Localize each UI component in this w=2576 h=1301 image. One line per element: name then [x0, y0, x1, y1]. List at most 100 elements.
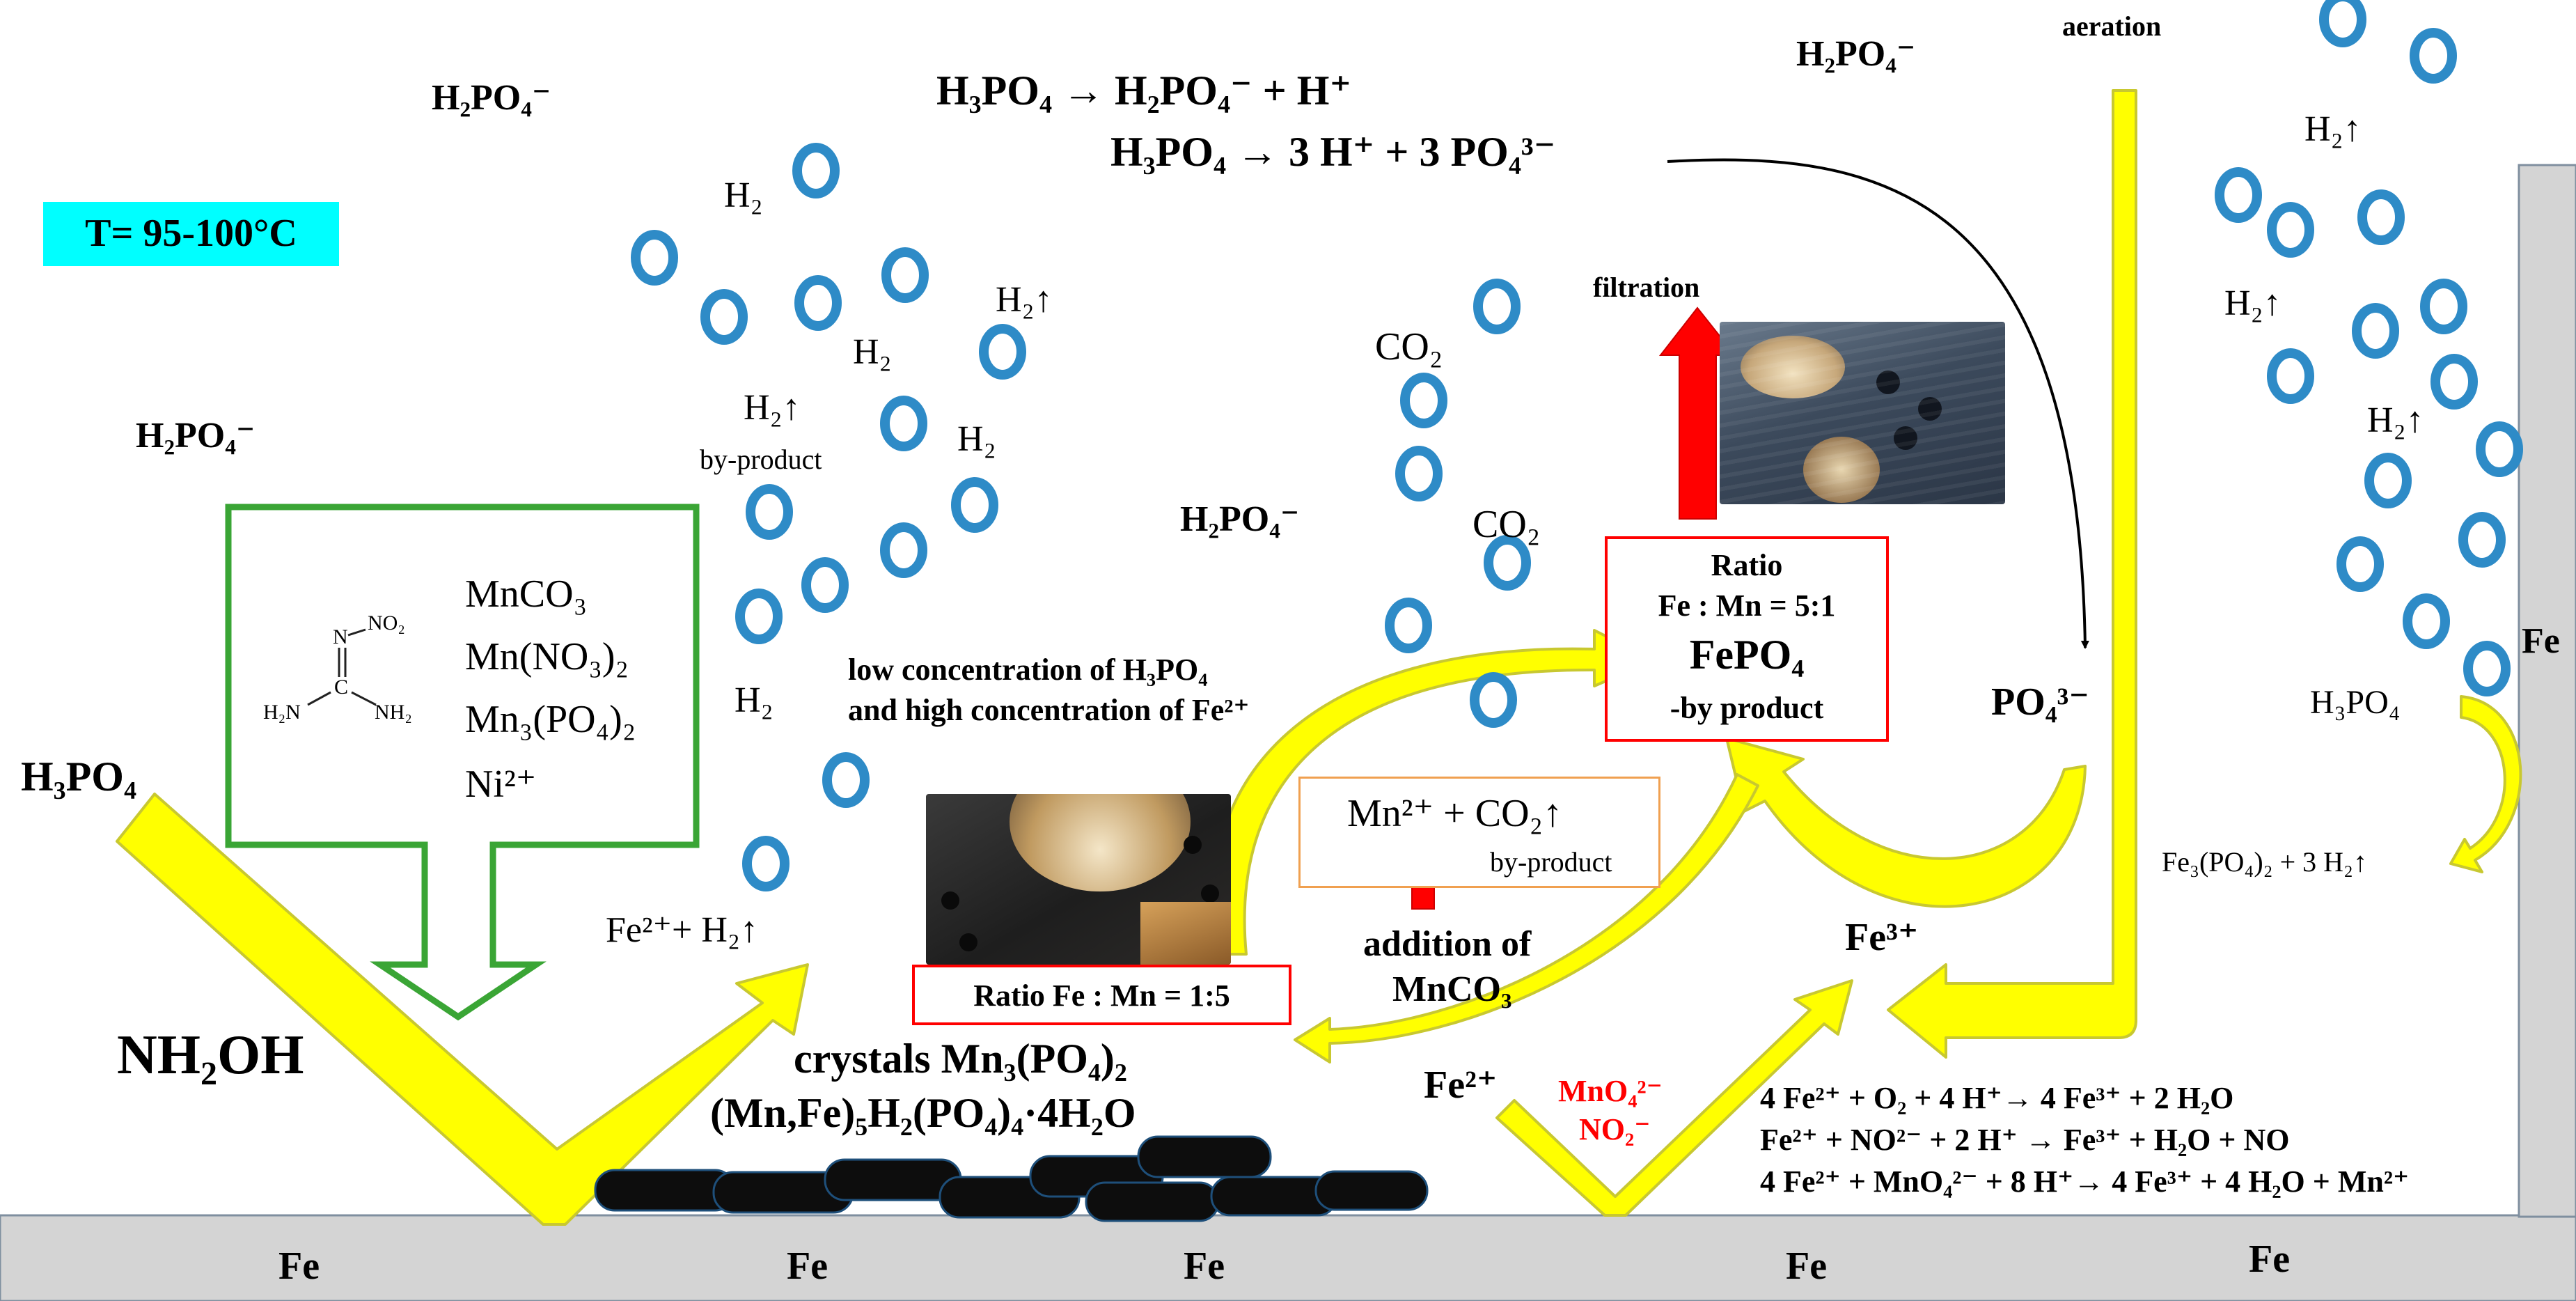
gas-bubble	[801, 557, 849, 613]
mn-release-label: Mn²⁺ + CO₂↑	[1347, 792, 1563, 835]
filtration-arrow	[1658, 306, 1737, 520]
acid-attack-arrow	[116, 793, 809, 1226]
substrate-fe-2: Fe	[787, 1245, 828, 1288]
h2-up-label-3: H₂↑	[2304, 109, 2362, 149]
gas-bubble	[1470, 672, 1517, 728]
additive-2: Mn(NO₃)₂	[465, 635, 629, 678]
mn-release-note: by-product	[1490, 846, 1612, 878]
gas-bubble	[2430, 354, 2478, 410]
low-ratio-label: Ratio Fe : Mn = 1:5	[973, 979, 1230, 1013]
condition-line-2: and high concentration of Fe²⁺	[848, 693, 1250, 727]
molecule-n: N	[333, 625, 348, 648]
high-ratio-value: Fe : Mn = 5:1	[1658, 589, 1836, 623]
gas-bubble	[880, 522, 927, 578]
molecule-h2n: H₂N	[263, 701, 301, 724]
fe3-label: Fe³⁺	[1845, 916, 1919, 959]
wall-reaction-arrow	[2449, 695, 2522, 873]
aeration-pipe	[1887, 89, 2137, 1059]
ion-h2po4-3: H₂PO₄⁻	[1180, 499, 1300, 539]
gas-bubble	[880, 396, 927, 451]
gas-bubble	[1400, 373, 1447, 428]
gas-bubble	[1385, 598, 1432, 653]
ion-h2po4-4: H₂PO₄⁻	[1796, 34, 1916, 74]
h2-label-2: H₂	[853, 332, 892, 372]
fe2-label: Fe²⁺	[1424, 1064, 1498, 1107]
additive-1: MnCO₃	[465, 572, 588, 616]
aeration-label: aeration	[2062, 10, 2162, 42]
addition-line-2: MnCO₃	[1392, 969, 1512, 1009]
h2-up-label-2: H₂↑	[744, 388, 801, 428]
low-ratio-box	[912, 965, 1291, 1025]
gas-bubble	[2463, 641, 2511, 696]
additive-4: Ni²⁺	[465, 763, 537, 806]
gas-bubble	[794, 275, 842, 331]
coated-plate-photo-bottom	[926, 794, 1231, 965]
additive-box-arrow	[225, 504, 700, 1021]
co2-label-2: CO₂	[1472, 503, 1541, 546]
gas-bubble	[2403, 593, 2450, 649]
gas-bubble	[742, 836, 790, 891]
addition-line-1: addition of	[1363, 924, 1532, 964]
ion-h2po4-1: H₂PO₄⁻	[432, 78, 551, 118]
phosphate-crystals	[594, 1135, 1429, 1222]
oxidation-equation-3: 4 Fe²⁺ + MnO₄²⁻ + 8 H⁺→ 4 Fe³⁺ + 4 H₂O +…	[1760, 1164, 2410, 1199]
coated-plate-photo-top	[1720, 322, 2005, 504]
additive-3: Mn₃(PO₄)₂	[465, 698, 636, 741]
gas-bubble	[792, 143, 840, 198]
substrate-fe-4: Fe	[1786, 1245, 1828, 1288]
gas-bubble	[2476, 421, 2523, 477]
ion-h2po4-2: H₂PO₄⁻	[136, 416, 256, 455]
h2-label-3: H₂	[957, 419, 996, 459]
co2-label-1: CO₂	[1375, 325, 1443, 368]
molecule-c: C	[334, 676, 349, 699]
substrate-fe-3: Fe	[1184, 1245, 1225, 1288]
filtration-label: filtration	[1593, 272, 1700, 303]
gas-bubble	[1484, 535, 1531, 591]
dissociation-equation-2: H₃PO₄ → 3 H⁺ + 3 PO₄³⁻	[1110, 129, 1556, 175]
molecule-nh2: NH₂	[375, 701, 412, 724]
h2-up-label-5: H₂↑	[2367, 400, 2424, 440]
mn-release-box	[1298, 777, 1660, 888]
h2-up-label-1: H₂↑	[996, 280, 1053, 320]
fepo4-note: -by product	[1670, 691, 1824, 725]
gas-bubble	[822, 752, 870, 808]
wall-fe-label: Fe	[2522, 621, 2560, 661]
oxidation-equation-1: 4 Fe²⁺ + O₂ + 4 H⁺→ 4 Fe³⁺ + 2 H₂O	[1760, 1081, 2234, 1115]
gas-bubble	[746, 484, 793, 540]
gas-bubble	[2215, 167, 2262, 223]
wall-acid-label: H₃PO₄	[2310, 684, 2401, 721]
gas-bubble	[2267, 202, 2314, 258]
gas-bubble	[2352, 303, 2399, 359]
po4-label: PO₄³⁻	[1991, 680, 2089, 724]
gas-bubble	[2319, 0, 2366, 47]
gas-bubble	[2410, 28, 2457, 84]
acid-label: H₃PO₄	[21, 754, 136, 800]
gas-bubble	[951, 477, 998, 533]
h2-up-label-4: H₂↑	[2224, 283, 2282, 323]
phosphate-flow-arrow	[1667, 158, 2089, 649]
high-ratio-box	[1605, 536, 1889, 742]
molecule-no2: NO₂	[368, 611, 405, 634]
temperature-label: T= 95-100°C	[85, 212, 297, 255]
gas-bubbles	[631, 0, 2523, 891]
wall-reaction-label: Fe₃(PO₄)₂ + 3 H₂↑	[2162, 846, 2367, 878]
nitroguanidine-structure	[307, 628, 377, 706]
gas-bubble	[2364, 453, 2412, 508]
fe3-to-fepo4-arrow	[1725, 737, 2087, 908]
gas-bubble	[2267, 348, 2314, 404]
high-ratio-title: Ratio	[1711, 548, 1783, 582]
h2-by-product-label: by-product	[700, 444, 822, 475]
gas-bubble	[881, 247, 929, 303]
gas-bubble	[700, 289, 748, 345]
gas-bubble	[2357, 189, 2405, 245]
fepo4-label: FePO₄	[1689, 632, 1805, 678]
gas-bubble	[2420, 279, 2467, 334]
h2-label-4: H₂	[735, 680, 773, 720]
return-to-low-ratio-arrow	[1294, 773, 1759, 1064]
oxidation-arrow	[1495, 979, 1853, 1217]
oxidation-equation-2: Fe²⁺ + NO²⁻ + 2 H⁺ → Fe³⁺ + H₂O + NO	[1760, 1123, 2290, 1157]
h2-label-1: H₂	[724, 176, 763, 215]
temperature-badge	[43, 202, 339, 266]
